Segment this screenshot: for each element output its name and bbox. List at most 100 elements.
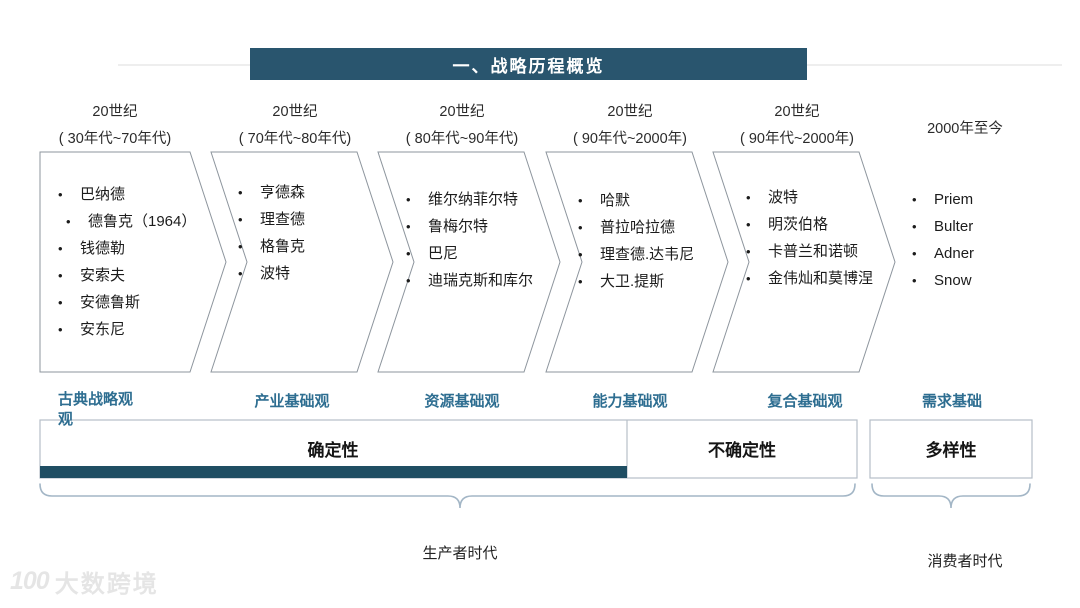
scholar-name: Priem	[934, 191, 974, 208]
period-line2: ( 30年代~70年代)	[58, 131, 172, 147]
bullet-icon: •	[58, 268, 63, 283]
watermark-logo-icon: 100	[10, 567, 50, 595]
chevron-shape-2	[210, 151, 394, 373]
scholar-name: 波特	[768, 189, 799, 206]
chevron-shape-3	[377, 151, 561, 373]
bullet-icon: •	[58, 241, 63, 256]
period-line1: 20世纪	[774, 104, 820, 120]
scholar-item: •巴纳德	[58, 187, 213, 202]
bullet-icon: •	[406, 273, 411, 288]
period-header-3: 20世纪 ( 80年代~90年代)	[377, 99, 547, 153]
scholar-name: 巴尼	[428, 245, 459, 262]
bullet-icon: •	[578, 247, 583, 262]
bullet-icon: •	[238, 212, 243, 227]
scholar-item: •卡普兰和诺顿	[746, 244, 906, 259]
bullet-icon: •	[746, 244, 751, 259]
bullet-icon: •	[746, 217, 751, 232]
era-label-consumer: 消费者时代	[927, 553, 1003, 570]
scholar-item: • 理查德	[238, 212, 368, 227]
bullet-icon: •	[912, 273, 917, 288]
period-line1: 2000年至今	[927, 121, 1003, 137]
scholar-name: 理查德	[260, 211, 306, 228]
scholar-item: •金伟灿和莫博涅	[746, 271, 906, 286]
period-header-6: 2000年至今	[880, 116, 1050, 143]
view-label-resource: 资源基础观	[424, 393, 500, 410]
scholar-item: • 维尔纳菲尔特	[406, 192, 571, 207]
view-label-industry: 产业基础观	[254, 393, 330, 410]
bullet-icon: •	[58, 322, 63, 337]
scholar-list-2: •亨德森 •理查德 •格鲁克 •波特	[238, 185, 368, 293]
scholar-item: • 哈默	[578, 193, 738, 208]
view-label-demand: 需求基础	[921, 393, 982, 410]
scholar-item: • Priem	[912, 192, 1032, 207]
bullet-icon: •	[406, 192, 411, 207]
scholar-name: 亨德森	[260, 184, 306, 201]
bullet-icon: •	[912, 246, 917, 261]
scholar-item: • 理查德.达韦尼	[578, 247, 738, 262]
consumer-era-brace	[871, 483, 1031, 509]
bullet-icon: •	[238, 239, 243, 254]
scholar-item: •鲁梅尔特	[406, 219, 571, 234]
scholar-name: 波特	[260, 265, 291, 282]
bullet-icon: •	[406, 219, 411, 234]
scholar-name: 理查德.达韦尼	[600, 246, 695, 263]
scholar-item: •大卫.提斯	[578, 274, 738, 289]
bullet-icon: •	[58, 187, 63, 202]
section-title-banner: 一、战略历程概览	[250, 48, 807, 80]
scholar-item: • 波特	[746, 190, 906, 205]
scholar-item: • 明茨伯格	[746, 217, 906, 232]
period-line2: ( 70年代~80年代)	[238, 131, 352, 147]
scholar-item: • 安东尼	[58, 322, 213, 337]
scholar-name: 哈默	[600, 192, 631, 209]
period-line1: 20世纪	[92, 104, 138, 120]
view-label-classical: 古典战略观观	[58, 391, 134, 428]
period-line1: 20世纪	[272, 104, 318, 120]
scholar-name: Snow	[934, 272, 972, 289]
scholar-name: 安东尼	[80, 321, 126, 338]
band-label-certainty: 确定性	[307, 441, 359, 460]
scholar-name: 安索夫	[80, 267, 126, 284]
scholar-name: 普拉哈拉德	[600, 219, 676, 236]
period-line2: ( 80年代~90年代)	[405, 131, 519, 147]
certainty-bar	[40, 466, 627, 478]
period-header-1: 20世纪 ( 30年代~70年代)	[30, 99, 200, 153]
scholar-name: Bulter	[934, 218, 974, 235]
bullet-icon: •	[746, 190, 751, 205]
period-line2: ( 90年代~2000年)	[739, 131, 855, 147]
scholar-list-4: • 哈默 • 普拉哈拉德 • 理查德.达韦尼 •大卫.提斯	[578, 193, 738, 301]
bullet-icon: •	[66, 214, 71, 229]
bullet-icon: •	[406, 246, 411, 261]
scholar-item: •Bulter	[912, 219, 1032, 234]
scholar-item: • Adner	[912, 246, 1032, 261]
bullet-icon: •	[578, 274, 583, 289]
scholar-name: 明茨伯格	[768, 216, 829, 233]
bullet-icon: •	[578, 220, 583, 235]
scholar-list-3: •维尔纳菲尔特 •鲁梅尔特 •巴尼 •迪瑞克斯和库尔	[406, 192, 571, 300]
chevron-shape-4	[545, 151, 729, 373]
bullet-icon: •	[578, 193, 583, 208]
section-title: 一、战略历程概览	[452, 56, 605, 76]
scholar-item: • Snow	[912, 273, 1032, 288]
scholar-item: • 安索夫	[58, 268, 213, 283]
diversity-box	[869, 419, 1033, 479]
scholar-name: 金伟灿和莫博涅	[768, 270, 874, 287]
scholar-item: • 普拉哈拉德	[578, 220, 738, 235]
scholar-item: • 钱德勒	[58, 241, 213, 256]
period-header-5: 20世纪 ( 90年代~2000年)	[712, 99, 882, 153]
chevron-shape-5	[712, 151, 896, 373]
scholar-name: Adner	[934, 245, 975, 262]
bullet-icon: •	[912, 192, 917, 207]
scholar-name: 维尔纳菲尔特	[428, 191, 519, 208]
scholar-item: •波特	[238, 266, 368, 281]
scholar-item: •德鲁克（1964）	[66, 214, 213, 229]
scholar-list-5: •波特 •明茨伯格 •卡普兰和诺顿 •金伟灿和莫博涅	[746, 190, 906, 298]
band-label-uncertainty: 不确定性	[708, 441, 776, 460]
scholar-name: 钱德勒	[80, 240, 126, 257]
chevron-shape-1	[39, 151, 227, 373]
scholar-item: •安德鲁斯	[58, 295, 213, 310]
period-line1: 20世纪	[607, 104, 653, 120]
scholar-item: • 亨德森	[238, 185, 368, 200]
bullet-icon: •	[238, 185, 243, 200]
watermark: 100 大数跨境	[10, 564, 159, 599]
